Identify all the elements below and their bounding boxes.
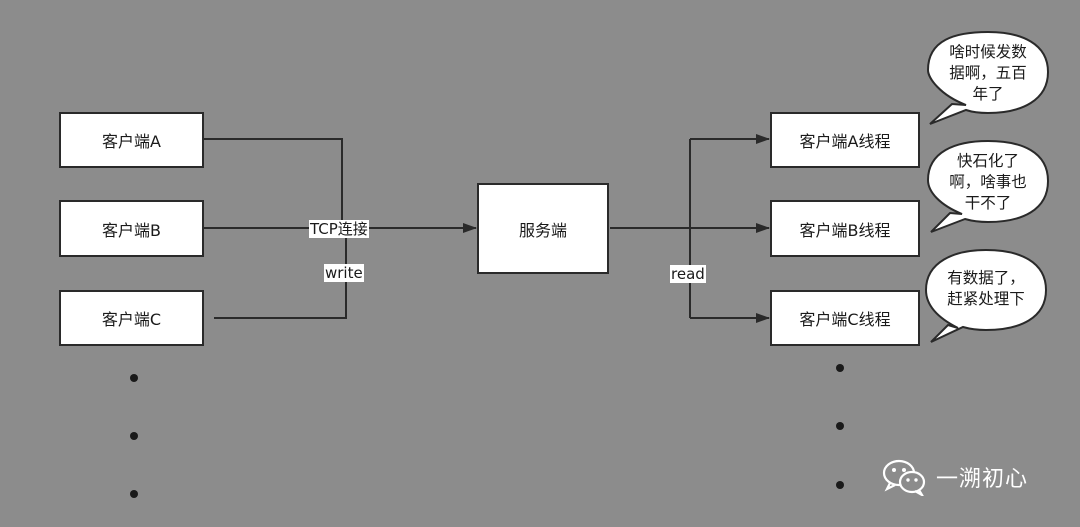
client-c-label: 客户端C [101,310,162,329]
bubble-a-line: 啥时候发数 [949,43,1027,61]
client-c-box: 客户端C [59,290,204,346]
bubble-c-line: 赶紧处理下 [947,290,1025,308]
thread-a-label: 客户端A线程 [799,132,891,151]
thread-b-box: 客户端B线程 [770,200,920,257]
write-label: write [324,264,364,282]
bubble-b-line: 干不了 [964,194,1012,212]
bubble-c-line: 有数据了， [947,269,1025,287]
ellipsis-dot [130,374,138,382]
watermark-text: 一溯初心 [936,467,1029,492]
wechat-icon [882,459,926,496]
ellipsis-dot [130,490,138,498]
ellipsis-dot [836,364,844,372]
bubble-b-line: 快石化了 [956,152,1019,170]
tcp-connection-label: TCP连接 [309,220,369,238]
thread-c-box: 客户端C线程 [770,290,920,346]
thread-a-box: 客户端A线程 [770,112,920,168]
watermark: 一溯初心 [882,458,1028,496]
speech-bubble-c [924,248,1048,343]
ellipsis-dot [836,481,844,489]
ellipsis-dot [130,432,138,440]
speech-bubble-a [926,30,1050,125]
bubble-a-line: 年了 [972,85,1004,103]
thread-b-label: 客户端B线程 [799,220,891,240]
server-label: 服务端 [518,220,567,240]
connector-client-c [214,232,347,319]
server-box: 服务端 [477,183,609,274]
bubble-b-line: 啊，啥事也 [949,173,1027,191]
bubble-a-line: 据啊，五百 [949,64,1027,82]
read-label: read [670,265,706,283]
bubble-a-text: 啥时候发数 据啊，五百 年了 [940,42,1036,105]
speech-bubble-b [926,139,1050,233]
connector-client-a [204,138,343,228]
bubble-b-text: 快石化了 啊，啥事也 干不了 [940,151,1036,214]
client-a-label: 客户端A [102,132,161,151]
client-b-label: 客户端B [102,220,161,240]
client-a-box: 客户端A [59,112,204,168]
bubble-c-text: 有数据了， 赶紧处理下 [936,268,1036,310]
ellipsis-dot [836,422,844,430]
thread-c-label: 客户端C线程 [799,310,891,329]
client-b-box: 客户端B [59,200,204,257]
